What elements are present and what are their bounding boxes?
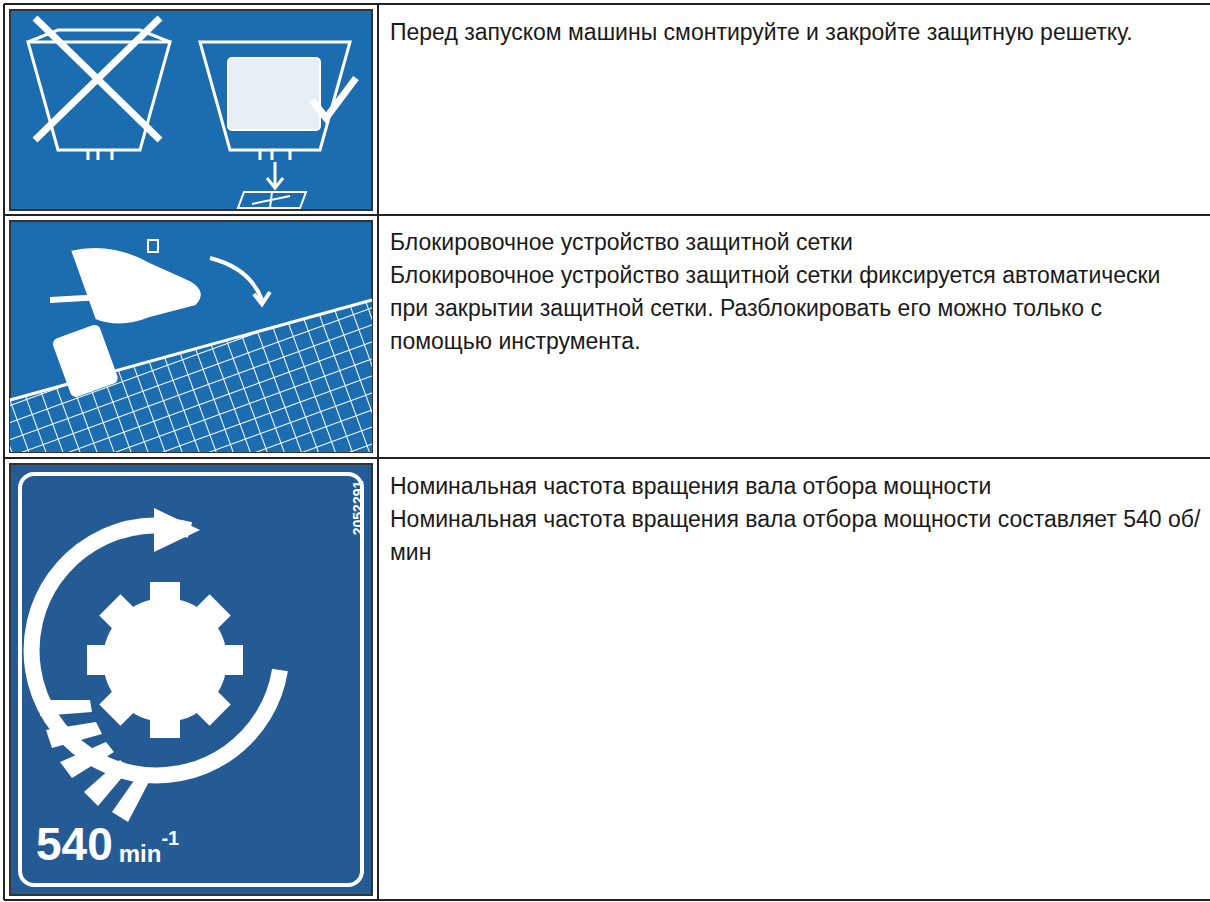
speed-label: 540min-1 <box>36 818 179 870</box>
unit-exponent: -1 <box>161 828 179 848</box>
table-grid <box>4 4 1210 900</box>
pto-speed-icon <box>10 464 372 895</box>
speed-unit: min <box>119 842 162 866</box>
table-cell: Блокировочное устройство защитной сеткиБ… <box>390 226 1202 358</box>
cell-text: Перед запуском машины смонтируйте и закр… <box>390 16 1202 49</box>
speed-value: 540 <box>36 818 113 870</box>
grid-lock-icon <box>10 221 372 452</box>
cell-text: Блокировочное устройство защитной сетки … <box>390 259 1202 358</box>
cell-heading: Блокировочное устройство защитной сетки <box>390 226 1202 259</box>
cell-text: Номинальная частота вращения вала отбора… <box>390 503 1202 569</box>
table-cell: Номинальная частота вращения вала отбора… <box>390 470 1202 569</box>
part-number: 2052291 <box>350 468 366 548</box>
table-cell: Перед запуском машины смонтируйте и закр… <box>390 16 1202 49</box>
guard-icon <box>10 10 372 210</box>
cell-heading: Номинальная частота вращения вала отбора… <box>390 470 1202 503</box>
